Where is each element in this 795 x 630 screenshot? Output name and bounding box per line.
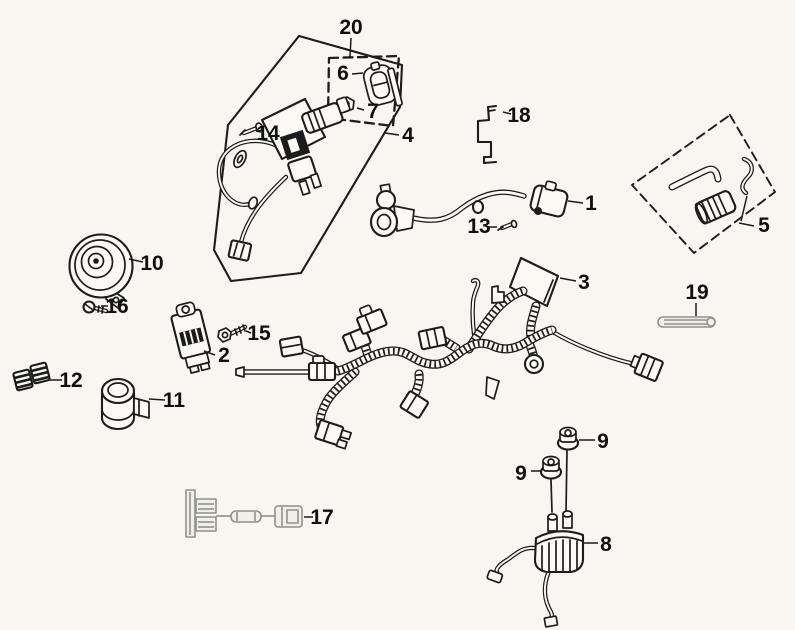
- part-label-9: 9: [515, 462, 527, 485]
- part-20-kit-dashed-box: [326, 54, 401, 128]
- wire-harness: [235, 280, 664, 450]
- part-label-3: 3: [578, 271, 590, 294]
- harness-branch-connector: [278, 335, 304, 358]
- harness-branch-connector: [314, 419, 352, 450]
- part-11-flasher-relay: [100, 377, 150, 431]
- callout-leader-11: [148, 398, 166, 401]
- part-label-10: 10: [140, 252, 163, 275]
- part-9-nut-upper: [556, 426, 580, 513]
- part-18-bracket: [476, 104, 498, 165]
- callout-leader-18: [502, 111, 512, 115]
- callout-leader-2: [203, 350, 216, 356]
- callout-leader-6: [351, 72, 364, 75]
- part-label-12: 12: [59, 369, 82, 392]
- part-8-ignition-coil: [486, 510, 585, 628]
- part-label-11: 11: [163, 389, 186, 412]
- harness-branch-connector: [417, 326, 448, 351]
- part-label-14: 14: [256, 122, 280, 145]
- ignition-switch-assembly: [219, 96, 351, 262]
- callout-leader-5: [738, 222, 755, 227]
- part-label-13: 13: [467, 215, 490, 238]
- harness-clip: [491, 285, 505, 304]
- part-label-1: 1: [585, 192, 597, 215]
- harness-main-connector: [307, 355, 337, 382]
- part-label-17: 17: [310, 506, 333, 529]
- part-label-4: 4: [402, 124, 414, 147]
- callout-leader-1: [567, 200, 584, 204]
- callout-leader-14: [255, 130, 262, 133]
- callout-leader-4: [384, 132, 400, 136]
- part-6-switch-cap: [362, 61, 403, 107]
- callout-leader-10: [128, 258, 144, 263]
- part-9-nut-lower: [539, 455, 563, 513]
- callout-leader-3: [559, 277, 577, 282]
- part-15-bolt: [217, 324, 248, 343]
- part-2-cdi-unit: [170, 301, 212, 374]
- part-label-20: 20: [339, 16, 362, 39]
- part-label-2: 2: [218, 344, 230, 367]
- callout-leader-20: [349, 37, 352, 58]
- part-12-connector-pair: [12, 361, 51, 392]
- callout-leader-15: [245, 330, 252, 334]
- callout-leader-7: [356, 107, 365, 111]
- part-label-6: 6: [337, 62, 349, 85]
- part-label-5: 5: [758, 214, 770, 237]
- part-19-tube: [657, 316, 716, 328]
- part-10-horn: [68, 233, 134, 309]
- part-3-tag: [508, 256, 560, 308]
- harness-branch-connector: [629, 352, 664, 382]
- part-4-panel-outline: [212, 34, 404, 283]
- harness-strap: [485, 376, 500, 400]
- part-label-8: 8: [600, 533, 612, 556]
- part-14-screw: [239, 122, 263, 136]
- part-17-fuse-assembly: [185, 489, 303, 538]
- harness-grommet: [523, 353, 545, 375]
- part-13-screw: [497, 219, 518, 231]
- part-16-screw: [82, 300, 109, 314]
- callout-layer: 20 674 14 18 1 13 5 10 16 2 15 3 19 12 11 9 9 8 17: [49, 16, 770, 556]
- harness-branch-connector: [399, 390, 429, 419]
- part-5-cap-kit: [631, 114, 776, 254]
- part-label-18: 18: [507, 104, 531, 127]
- part-label-9: 9: [597, 430, 609, 453]
- part-label-15: 15: [247, 322, 271, 345]
- part-label-16: 16: [105, 295, 128, 318]
- part-label-7: 7: [367, 100, 379, 123]
- part-label-19: 19: [685, 281, 708, 304]
- harness-branch-connector: [356, 304, 388, 335]
- part-1-plug-lead-assembly: [369, 180, 569, 238]
